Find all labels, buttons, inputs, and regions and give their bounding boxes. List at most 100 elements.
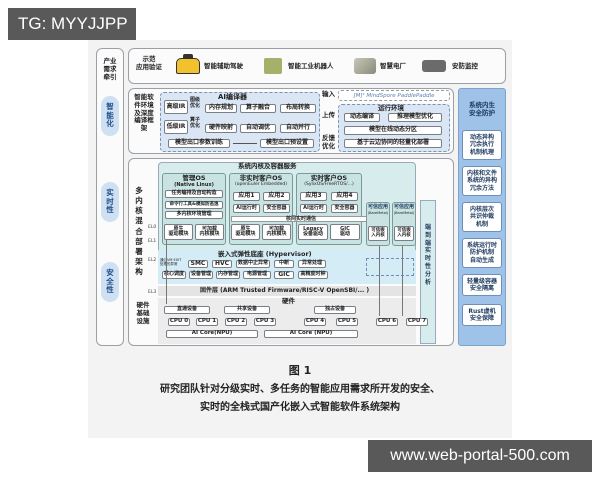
security-title: 系统内生 安全防护 bbox=[469, 101, 495, 117]
ai-compiler-title: AI编译器 bbox=[218, 93, 248, 101]
gic-driver: GIC 驱动 bbox=[330, 224, 360, 240]
inference-model-opt: 推理模型优化 bbox=[388, 113, 442, 122]
runtime-env-title: 运行环境 bbox=[378, 104, 404, 112]
dynamic-compile: 动态编译 bbox=[344, 113, 380, 122]
cpu-4: CPU 4 bbox=[304, 318, 326, 326]
watermark-top: TG: MYYJJPP bbox=[8, 8, 136, 40]
non-rt-os-title: 非实时客户OS bbox=[239, 174, 283, 182]
caption-line-1: 研究团队针对分级实时、多任务的智能应用需求所开发的安全、 bbox=[160, 384, 440, 395]
exclusive-devices: 独占设备 bbox=[314, 306, 356, 314]
app-1: 应用1 bbox=[233, 192, 260, 201]
flow-feedback: 反馈 优化 bbox=[322, 134, 335, 150]
multikernel-env-mgmt: 多内核环境管理 bbox=[165, 211, 223, 219]
rt-analysis-column bbox=[420, 200, 436, 344]
caption-line-2: 实时的全栈式国产化嵌入式智能软件系统架构 bbox=[200, 402, 400, 413]
cloud-edge-deploy: 基于云边协同的轻量化部署 bbox=[344, 139, 442, 148]
trusted-app-1-title: 可信应用 bbox=[367, 204, 388, 210]
demo-app-label: 示范 应用验证 bbox=[136, 55, 162, 71]
rt-ai-runtime: AI运行时 bbox=[300, 204, 327, 213]
rt-analysis-label: 端 到 端 实 时 性 分 析 bbox=[424, 224, 431, 286]
npu-1: AI Core(NPU) bbox=[166, 330, 258, 338]
firmware-label: 固件层 (ARM Trusted Firmware/RISC-V OpenSBI… bbox=[200, 287, 370, 294]
cpu-2: CPU 2 bbox=[225, 318, 247, 326]
non-rt-native-driver: 原生 驱动模块 bbox=[231, 224, 260, 240]
multicore-label: 多 内 核 混 合 部 署 架 构 bbox=[135, 186, 143, 276]
cpu-6: CPU 6 bbox=[376, 318, 398, 326]
trusted-app-2-title: 可信应用 bbox=[393, 204, 414, 210]
non-rt-ai-runtime: AI运行时 bbox=[233, 204, 260, 213]
cli-tools: 命令行工具&模拟防逃逸 bbox=[165, 201, 223, 209]
layout-transform: 布局转换 bbox=[280, 104, 316, 113]
cpu-0: CPU 0 bbox=[168, 318, 190, 326]
ai-section-label: 智能软 件环境 及深度 编译框 架 bbox=[134, 93, 154, 133]
mgmt-os-subtitle: (Native Linux) bbox=[174, 182, 214, 188]
cpu-7: CPU 7 bbox=[406, 318, 428, 326]
trusted-kernel-2: 可信嵌 入内核 bbox=[394, 226, 414, 241]
flow-input: 输入 bbox=[322, 90, 335, 98]
hardware-title: 硬件 bbox=[282, 297, 295, 305]
interrupt: 中断 bbox=[274, 260, 294, 268]
arrow-down-cpu7-icon bbox=[402, 246, 403, 316]
hvc: HVC bbox=[212, 260, 232, 268]
shared-devices: 共享设备 bbox=[224, 306, 270, 314]
task-orchestration: 任务编排及自动构造 bbox=[165, 190, 223, 198]
app-item-security-monitor: 安防监控 bbox=[452, 62, 478, 70]
low-ir: 低级IR bbox=[164, 120, 188, 134]
gic: GIC bbox=[274, 271, 294, 279]
diagram-canvas: 产业 需求 牵引 智 能 化 实 时 性 安 全 性 示范 应用验证 智能辅助驾… bbox=[88, 40, 512, 438]
mgmt-loadable-module: 可加载 内核模块 bbox=[195, 224, 224, 240]
app-item-driving: 智能辅助驾驶 bbox=[204, 62, 243, 70]
rt-secure-container: 安全容器 bbox=[331, 204, 358, 213]
rt-os-title: 实时客户OS bbox=[310, 174, 348, 182]
auto-tuning: 自动调优 bbox=[240, 124, 276, 133]
auto-parallel: 自动并行 bbox=[280, 124, 316, 133]
robot-arm-icon bbox=[264, 58, 282, 74]
el1-label: EL1 bbox=[148, 239, 157, 244]
cpu-3: CPU 3 bbox=[254, 318, 276, 326]
op-opt-label: 算子 优化 bbox=[189, 117, 200, 129]
framework-logos: [M]¹ MindSpore PaddlePaddle bbox=[338, 90, 450, 101]
hardware-label: 硬件 基础 设施 bbox=[136, 301, 150, 325]
non-rt-loadable-module: 可加载 内核模块 bbox=[262, 224, 291, 240]
power-mgmt: 电源管理 bbox=[243, 271, 271, 279]
data-abort: 数据中止异常 bbox=[236, 260, 270, 268]
cpu-5: CPU 5 bbox=[336, 318, 358, 326]
figure-number: 图 1 bbox=[288, 364, 312, 377]
trusted-kernel-1: 可信嵌 入内核 bbox=[368, 226, 388, 241]
hypervisor-title: 嵌入式弹性底座 (Hypervisor) bbox=[218, 250, 312, 258]
el2-label: EL2 bbox=[148, 258, 157, 263]
camera-icon bbox=[422, 60, 446, 72]
flow-upload: 上传 bbox=[322, 111, 335, 119]
hardware-mapping: 硬件映射 bbox=[205, 124, 237, 133]
inter-core-comm: 核间实时通信 bbox=[231, 216, 371, 222]
app-2: 应用2 bbox=[263, 192, 290, 201]
arrow-down-passthrough-icon bbox=[166, 240, 167, 304]
legacy-device-driver: Legacy 设备驱动 bbox=[298, 224, 328, 240]
vm-exit-note: 通过VM EXIT 处理的异常 bbox=[160, 258, 182, 266]
security-item-6: Rust虚机 安全保障 bbox=[462, 304, 502, 326]
app-item-power-plant: 智慧电厂 bbox=[380, 62, 406, 70]
el3-label: EL3 bbox=[148, 290, 157, 295]
hypervisor-reserved-slot bbox=[366, 258, 414, 276]
graph-opt-label: 图级 优化 bbox=[189, 97, 200, 109]
arrow-down-cpu6-icon bbox=[379, 246, 380, 316]
non-rt-os-subtitle: (openEuler Embedded) bbox=[235, 182, 287, 187]
trusted-app-2-sub: (BareMetal) bbox=[393, 211, 415, 215]
operator-fusion: 算子融合 bbox=[240, 104, 276, 113]
app-3: 应用3 bbox=[300, 192, 327, 201]
intelligence-oval: 智 能 化 bbox=[101, 96, 119, 136]
model-export-preset: 模型出口预设置 bbox=[260, 139, 314, 148]
core-scheduling: 核心调度 bbox=[162, 271, 186, 279]
device-mgmt: 设备管理 bbox=[189, 271, 213, 279]
exception-handling: 异常处理 bbox=[298, 260, 326, 268]
security-item-1: 动态异构 冗余执行 机制机理 bbox=[462, 130, 502, 160]
high-ir: 高级IR bbox=[164, 100, 188, 114]
industry-demand-label: 产业 需求 牵引 bbox=[103, 57, 117, 81]
firmware-layer bbox=[158, 286, 416, 296]
rt-os-subtitle: (SylixOS/FreeRTOS/...) bbox=[304, 182, 354, 187]
mgmt-os-title: 管理OS bbox=[182, 174, 206, 182]
kernel-container-title: 系统内核及容器服务 bbox=[238, 162, 297, 170]
smc: SMC bbox=[188, 260, 208, 268]
security-item-4: 系统运行时 防护机制 自动生成 bbox=[462, 238, 502, 268]
hires-clock: 高精度时钟 bbox=[298, 271, 328, 279]
